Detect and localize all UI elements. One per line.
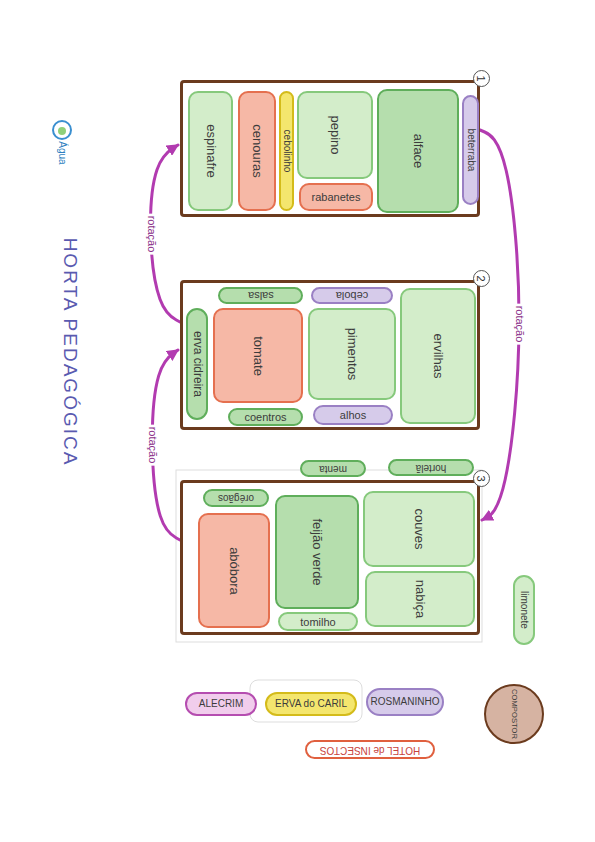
crop-plot: ervilhas (400, 288, 476, 424)
herb-plot: orégãos (203, 489, 269, 507)
herb-plot: ROSMANINHO (366, 688, 444, 716)
plot-label: COMPOSTOR (510, 689, 519, 739)
crop-plot: abóbora (198, 513, 270, 628)
plot-label: hortelã (416, 462, 447, 474)
plot-label: menta (319, 463, 347, 475)
compost-bin: COMPOSTOR (484, 684, 544, 744)
plot-label: cebola (336, 289, 368, 302)
plot-label: tomilho (300, 615, 335, 628)
logo-label: Água (57, 141, 68, 164)
herb-plot: ERVA do CARIL (265, 692, 357, 716)
crop-plot: cebola (311, 287, 393, 304)
plot-label: cebolinho (281, 130, 293, 173)
plot-label: HOTEL de INSECTOS (320, 744, 421, 756)
herb-plot: tomilho (278, 612, 358, 631)
plot-label: alhos (340, 409, 366, 422)
crop-plot: alface (377, 89, 459, 213)
plot-label: tomate (251, 336, 266, 376)
plot-label: couves (412, 508, 427, 549)
herb-plot: menta (300, 460, 366, 477)
crop-plot: tomate (213, 308, 303, 403)
plot-label: nabiça (413, 580, 428, 618)
logo-ring (53, 121, 71, 139)
plot-label: rabanetes (312, 191, 361, 204)
plot-label: espinafre (203, 124, 218, 177)
herb-plot: coentros (228, 408, 303, 426)
crop-plot: nabiça (365, 571, 475, 627)
plot-label: beterraba (465, 129, 477, 172)
page-title: HORTA PEDAGÓGICA (59, 238, 81, 467)
plot-label: abóbora (227, 547, 242, 595)
crop-plot: espinafre (188, 91, 233, 211)
plot-label: salsa (248, 289, 274, 302)
crop-plot: cebolinho (279, 91, 294, 211)
crop-plot: alhos (313, 405, 393, 425)
bed-number: 3 (473, 470, 490, 487)
crop-plot: pimentos (308, 308, 396, 400)
garden-bed: 3orégãosabóborafeijão verdetomilhocouves… (180, 480, 480, 635)
plot-label: cenouras (250, 124, 265, 177)
plot-label: limonete (518, 591, 530, 629)
plot-label: orégãos (218, 492, 254, 504)
insect-hotel: HOTEL de INSECTOS (305, 740, 435, 759)
plot-label: ROSMANINHO (371, 696, 440, 708)
garden-bed: 2salsaerva cidreiratomatecoentroscebolap… (180, 280, 480, 430)
crop-plot: couves (363, 491, 475, 567)
plot-label: ervilhas (431, 334, 446, 379)
herb-plot: ALECRIM (185, 692, 257, 716)
plot-label: ALECRIM (199, 698, 243, 710)
plot-label: feijão verde (310, 518, 325, 585)
pencil-guide (250, 680, 362, 722)
garden-bed: 1espinafrecenourascebolinhopepinorabanet… (180, 80, 480, 217)
arrow-label: rotação (512, 304, 525, 345)
plot-label: pimentos (345, 328, 360, 381)
plot-label: ERVA do CARIL (275, 698, 347, 710)
plot-label: erva cidreira (190, 331, 204, 397)
crop-plot: rabanetes (299, 183, 373, 211)
plot-label: pepino (328, 115, 343, 154)
plot-label: alface (411, 134, 426, 169)
herb-plot: salsa (218, 287, 303, 304)
arrow-label: rotação (146, 425, 159, 466)
logo-dot (58, 127, 66, 135)
bed-number: 1 (473, 70, 490, 87)
herb-plot: erva cidreira (186, 308, 208, 420)
bed-number: 2 (473, 270, 490, 287)
pencil-guide (176, 470, 482, 642)
crop-plot: pepino (297, 91, 373, 179)
herb-plot: hortelã (388, 459, 474, 476)
crop-plot: beterraba (462, 95, 479, 205)
arrow-label: rotação (144, 213, 157, 254)
herb-plot: limonete (513, 575, 535, 645)
crop-plot: feijão verde (275, 495, 359, 609)
crop-plot: cenouras (238, 91, 276, 211)
plot-label: coentros (244, 411, 286, 424)
